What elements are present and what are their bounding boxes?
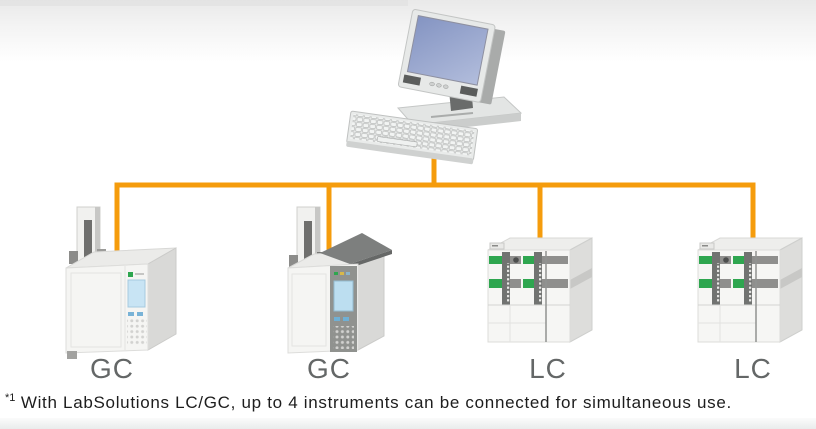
monitor-screen: [406, 15, 489, 86]
instrument-label-gc-1: GC: [90, 353, 134, 384]
network-cable: [114, 144, 756, 262]
gc-button: [343, 317, 349, 321]
footnote-marker: *1: [5, 392, 16, 404]
top-strip: [0, 0, 408, 6]
gc-display: [127, 279, 146, 308]
status-led: [340, 272, 344, 275]
gc-instrument-icon: [65, 206, 177, 359]
monitor-icon: [397, 9, 506, 105]
lc-status-strip: [489, 256, 502, 264]
keyboard-icon: [346, 110, 478, 165]
gc-oven-lid: [320, 233, 392, 264]
instrument-label-lc-1: LC: [529, 353, 567, 384]
monitor-button: [443, 84, 449, 89]
lc-knob: [513, 257, 519, 263]
lc-status-strip: [489, 279, 502, 288]
footnote-text: With LabSolutions LC/GC, up to 4 instrum…: [15, 393, 732, 412]
status-led: [334, 272, 338, 275]
gc-display: [333, 280, 354, 312]
lc-instrument-icon: [487, 237, 593, 343]
gc-button: [334, 317, 340, 321]
instrument-label-gc-2: GC: [307, 353, 351, 384]
speaker-grille-left: [402, 74, 422, 86]
monitor-button: [436, 83, 442, 88]
footnote: *1 With LabSolutions LC/GC, up to 4 inst…: [5, 392, 815, 413]
gc-button: [137, 312, 143, 316]
gc-keypad: [127, 318, 147, 346]
monitor-button: [429, 81, 435, 87]
lc-instrument-icon: [697, 237, 803, 343]
lc-status-strip: [523, 256, 534, 264]
gc-instrument-icon: [287, 206, 392, 354]
gc-keypad: [333, 326, 354, 349]
bottom-band: [0, 418, 816, 429]
instrument-label-lc-2: LC: [734, 353, 772, 384]
gc-oven-lid: [350, 250, 392, 268]
spacebar-key: [376, 136, 418, 148]
speaker-grille-right: [459, 85, 478, 97]
gc-button: [128, 312, 134, 316]
desktop-pc-icon: [346, 9, 523, 165]
status-led: [128, 272, 133, 277]
lc-status-strip: [523, 279, 534, 288]
status-led: [346, 272, 350, 275]
